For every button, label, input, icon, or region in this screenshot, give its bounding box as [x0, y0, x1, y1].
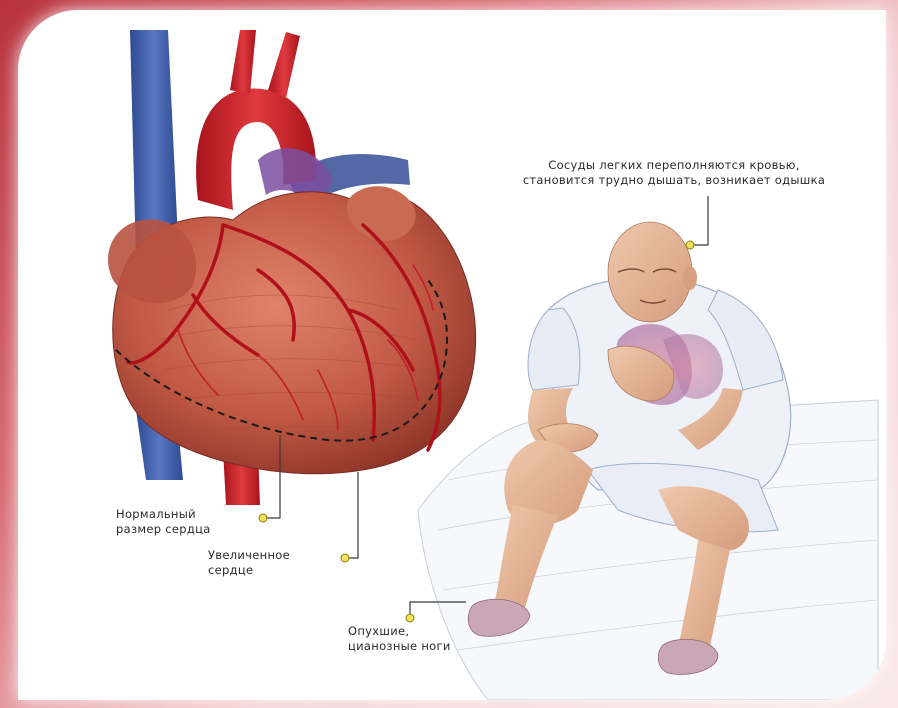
callout-dot-enlarged-heart — [341, 554, 349, 562]
aorta-branch-right — [268, 32, 300, 98]
enlarged-heart — [108, 186, 476, 473]
callout-dot-lungs — [686, 241, 694, 249]
heart-failure-illustration — [18, 10, 886, 700]
label-normal-heart-size: Нормальный размер сердца — [116, 507, 211, 537]
label-enlarged-heart-line1: Увеличенное — [208, 548, 290, 563]
illustration-frame: Сосуды легких переполняются кровью, стан… — [18, 10, 886, 700]
callout-line-lungs — [693, 196, 708, 245]
label-lung-congestion-line1: Сосуды легких переполняются кровью, — [470, 158, 878, 173]
callout-line-enlarged-heart — [348, 472, 358, 558]
ear — [683, 266, 697, 290]
label-enlarged-heart-line2: сердце — [208, 563, 290, 578]
head — [608, 222, 692, 322]
label-lung-congestion: Сосуды легких переполняются кровью, стан… — [470, 158, 878, 188]
label-lung-congestion-line2: становится трудно дышать, возникает одыш… — [470, 173, 878, 188]
label-swollen-legs-line1: Опухшие, — [348, 624, 451, 639]
aorta-branch-left — [230, 30, 256, 94]
label-swollen-legs: Опухшие, цианозные ноги — [348, 624, 451, 654]
patient-figure — [418, 222, 878, 700]
callout-dot-normal-heart — [259, 514, 267, 522]
label-normal-heart-size-line2: размер сердца — [116, 522, 211, 537]
label-enlarged-heart: Увеличенное сердце — [208, 548, 290, 578]
callout-dot-legs — [406, 614, 414, 622]
label-swollen-legs-line2: цианозные ноги — [348, 639, 451, 654]
label-normal-heart-size-line1: Нормальный — [116, 507, 211, 522]
